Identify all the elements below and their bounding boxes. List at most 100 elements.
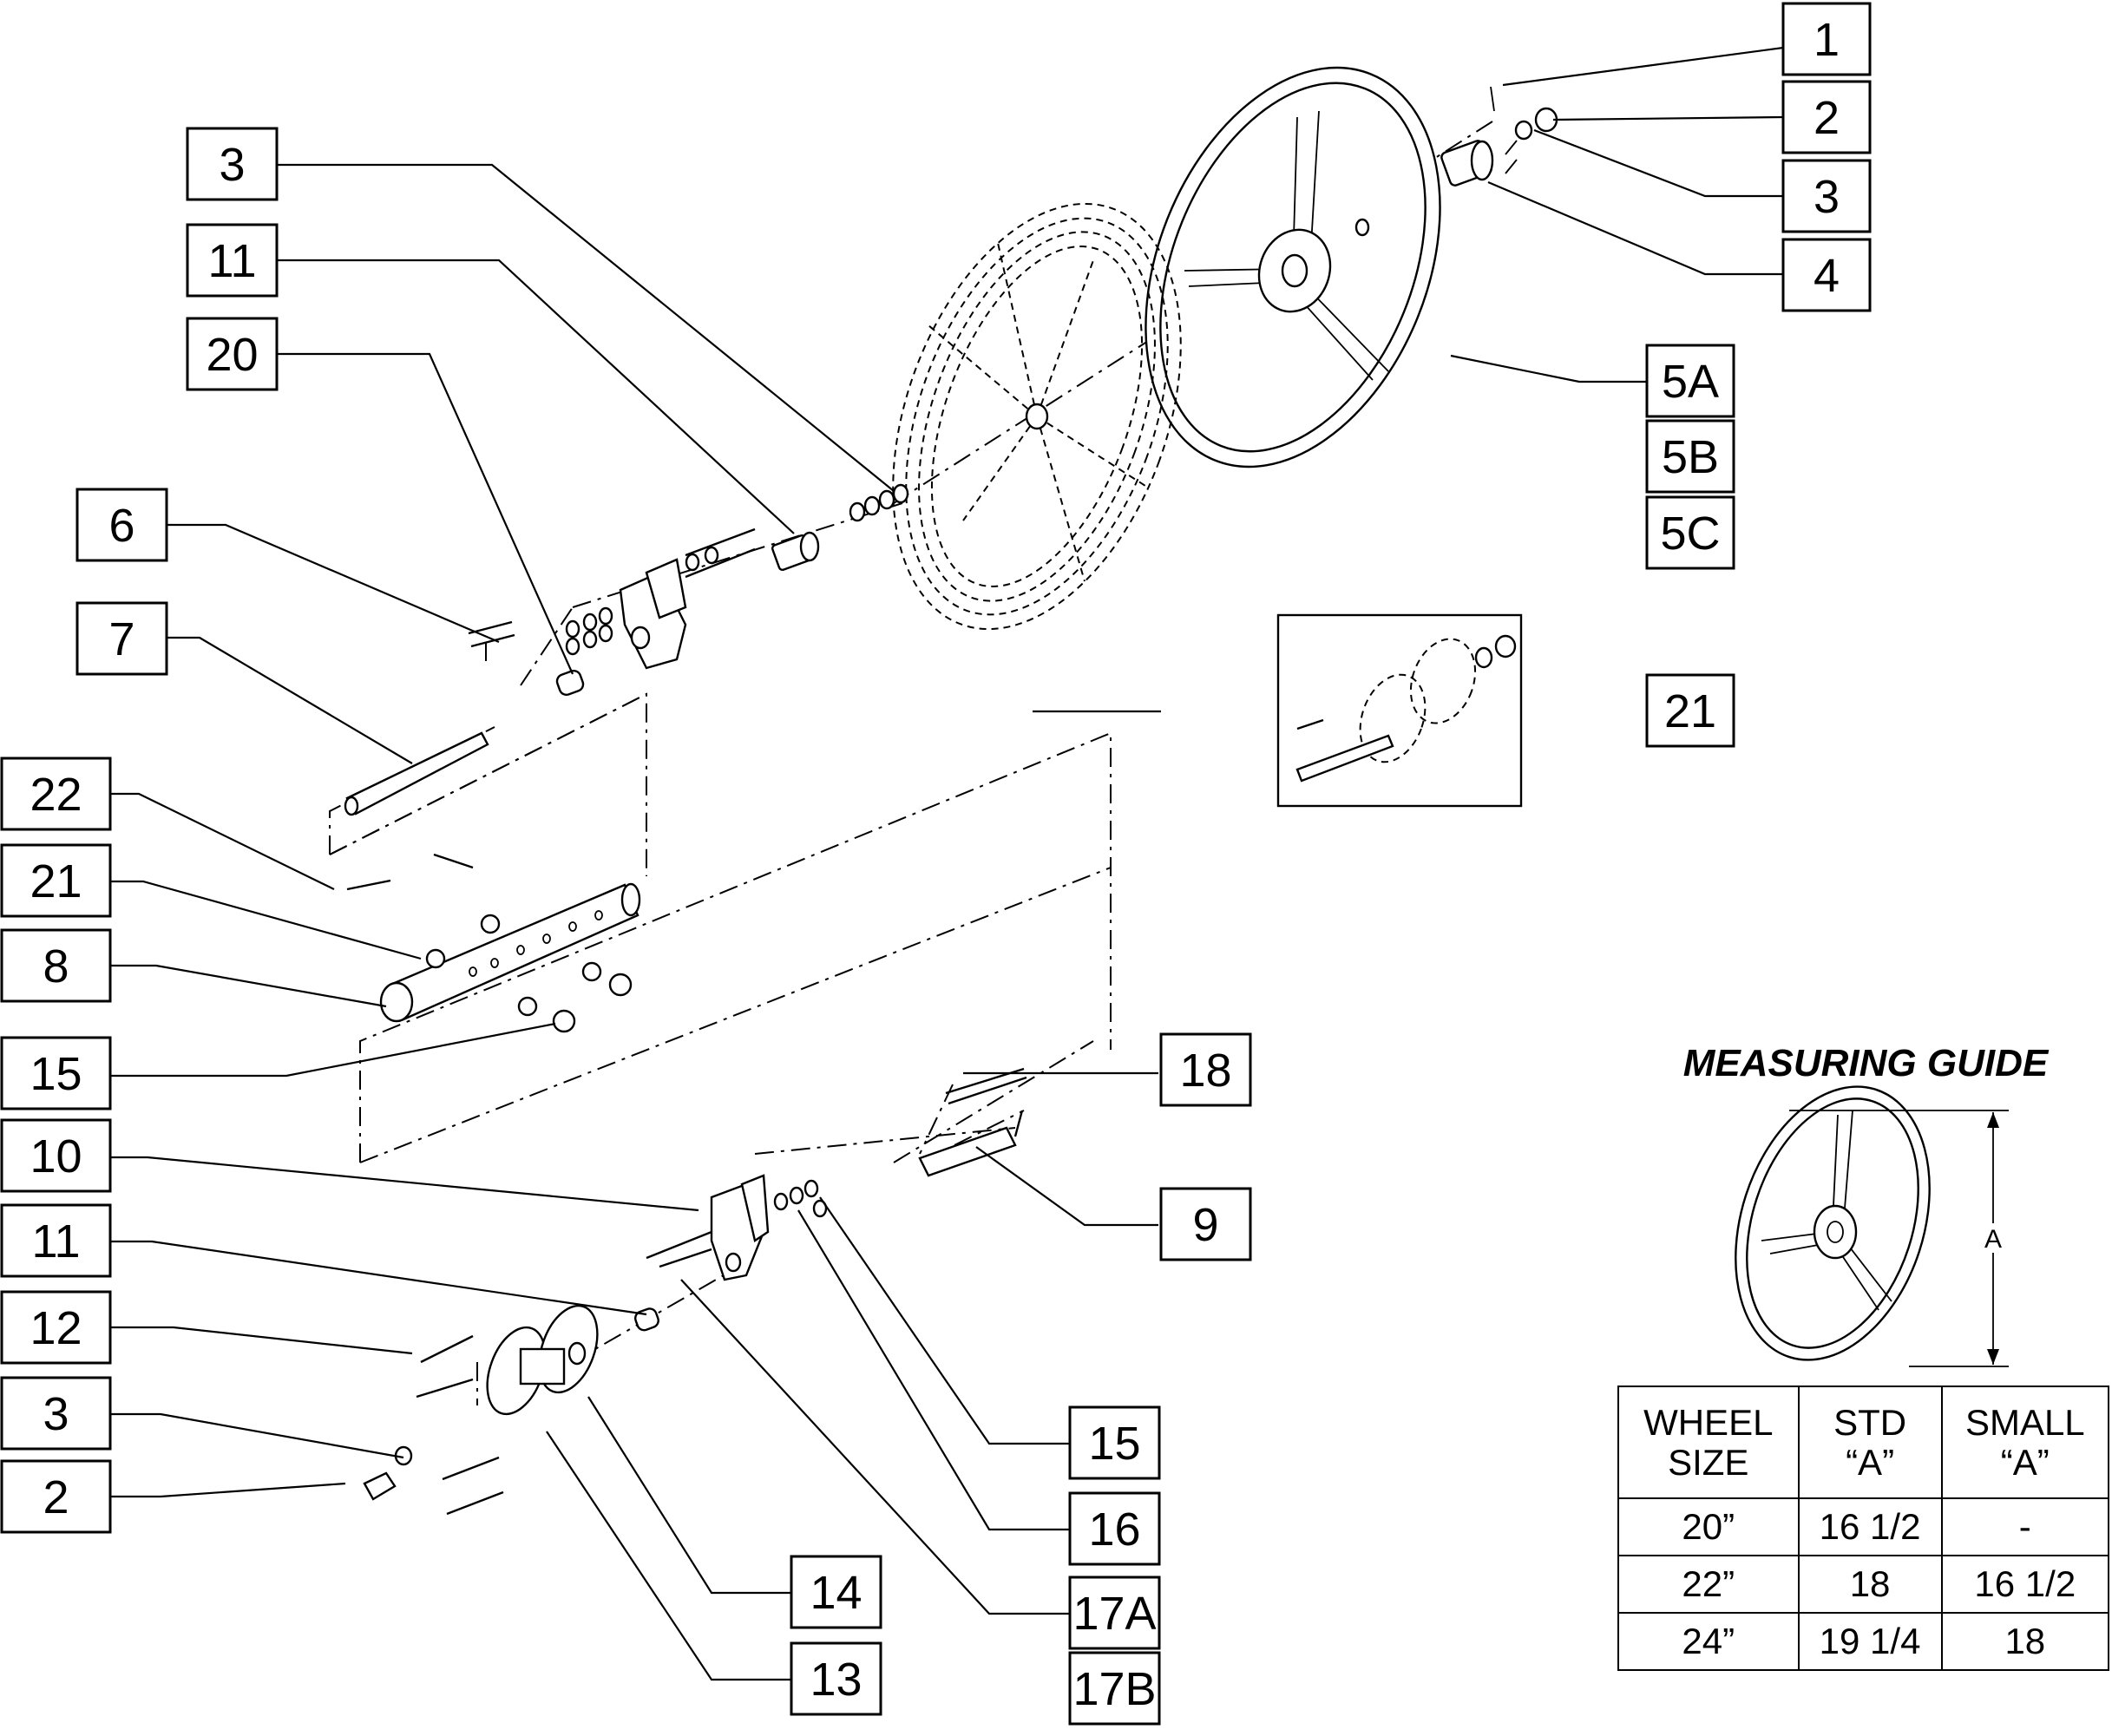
callout-number: 6 [108,500,134,552]
callout-box [1068,1576,1161,1650]
callout-c2b: 2 [0,1459,112,1534]
inset-21 [1276,613,1523,808]
callout-c7: 7 [75,601,168,676]
lower-axle-hardware [363,1067,1027,1516]
header-line: “A” [2000,1441,2050,1483]
callout-c20: 20 [186,317,279,391]
callout-box [0,1290,112,1365]
callout-number: 18 [1179,1045,1231,1097]
callout-c17a: 17A [1068,1576,1161,1650]
callout-box [186,317,279,391]
callout-number: 10 [30,1130,82,1182]
callout-c18: 18 [1159,1032,1252,1107]
callout-number: 15 [1088,1418,1140,1470]
callout-c2: 2 [1781,80,1872,154]
callout-number: 9 [1192,1199,1218,1251]
callout-box [1068,1651,1161,1726]
callout-box [1645,495,1735,570]
hand-rim [1145,66,1441,468]
callout-number: 4 [1814,250,1840,302]
callout-c5b: 5B [1645,419,1735,494]
callout-number: 1 [1814,14,1840,66]
callout-c16: 16 [1068,1491,1161,1566]
callout-box [1645,344,1735,418]
callout-number: 8 [43,940,69,992]
callout-number: 17A [1072,1588,1156,1640]
leader-lines [110,46,1784,1681]
callout-c11: 11 [186,223,279,298]
callout-number: 5A [1662,356,1719,408]
callout-number: 2 [43,1471,69,1523]
callout-box [0,1376,112,1451]
header-line: “A” [1846,1441,1895,1483]
dimension-a-label: A [1984,1225,2002,1254]
callout-box [1781,238,1872,312]
axle-pins [344,620,515,816]
table-cell: 16 1/2 [1940,1555,2110,1614]
table-cell: 18 [1940,1612,2110,1671]
callout-box [0,928,112,1003]
callout-box [1645,673,1735,748]
table-row: 24” 19 1/4 18 [1617,1612,2110,1671]
callout-c12: 12 [0,1290,112,1365]
callout-c15b: 15 [1068,1405,1161,1480]
callout-box [1781,2,1872,76]
wheel-size-table: WHEEL SIZE STD “A” SMALL “A” 20” 16 1/2 … [1617,1386,2110,1671]
callout-c6: 6 [75,488,168,562]
callout-c10: 10 [0,1118,112,1193]
callout-box [186,223,279,298]
callout-c5c: 5C [1645,495,1735,570]
callout-c21: 21 [0,843,112,918]
callout-number: 7 [108,613,134,665]
callout-box [790,1555,882,1629]
callout-box [75,488,168,562]
axle-sleeve [346,853,641,1033]
callout-number: 5C [1660,508,1720,560]
callout-c5a: 5A [1645,344,1735,418]
callout-number: 11 [31,1215,80,1268]
dashed-wheel [892,202,1182,631]
callout-c17b: 17B [1068,1651,1161,1726]
callout-box [0,843,112,918]
callout-c22: 22 [0,757,112,831]
callout-box [1068,1405,1161,1480]
callout-c8: 8 [0,928,112,1003]
callout-c11b: 11 [0,1203,112,1278]
header-line: STD [1833,1401,1907,1443]
callout-box [186,127,279,201]
callout-number: 15 [30,1048,82,1100]
callout-box [0,1459,112,1534]
callout-number: 12 [30,1302,82,1354]
header-line: WHEEL [1643,1401,1774,1443]
axle-hardware-middle [555,483,909,697]
header-line: SIZE [1668,1441,1749,1483]
measuring-guide-wheel: A [1735,1085,2009,1367]
callout-c3: 3 [1781,159,1872,233]
callout-box [790,1641,882,1716]
table-cell: 18 [1797,1555,1943,1614]
callout-box [1781,159,1872,233]
table-cell: 24” [1617,1612,1800,1671]
hub-hardware-top [1354,86,1558,237]
callout-number: 3 [219,139,245,191]
callout-box [75,601,168,676]
header-line: SMALL [1964,1401,2085,1443]
table-cell: 19 1/4 [1797,1612,1943,1671]
callout-box [1068,1491,1161,1566]
callout-number: 16 [1088,1503,1140,1556]
col-header-std-a: STD “A” [1797,1386,1943,1499]
callout-box [1159,1187,1252,1261]
callout-number: 13 [810,1654,862,1706]
callout-number: 17B [1072,1663,1156,1715]
callout-c4: 4 [1781,238,1872,312]
callout-c9: 9 [1159,1187,1252,1261]
table-header-row: WHEEL SIZE STD “A” SMALL “A” [1617,1386,2110,1499]
callout-number: 20 [206,329,258,381]
callout-c1: 1 [1781,2,1872,76]
callout-box [1159,1032,1252,1107]
col-header-small-a: SMALL “A” [1940,1386,2110,1499]
callout-number: 11 [207,235,256,287]
table-cell: 22” [1617,1555,1800,1614]
callout-c3c: 3 [0,1376,112,1451]
callout-c13: 13 [790,1641,882,1716]
